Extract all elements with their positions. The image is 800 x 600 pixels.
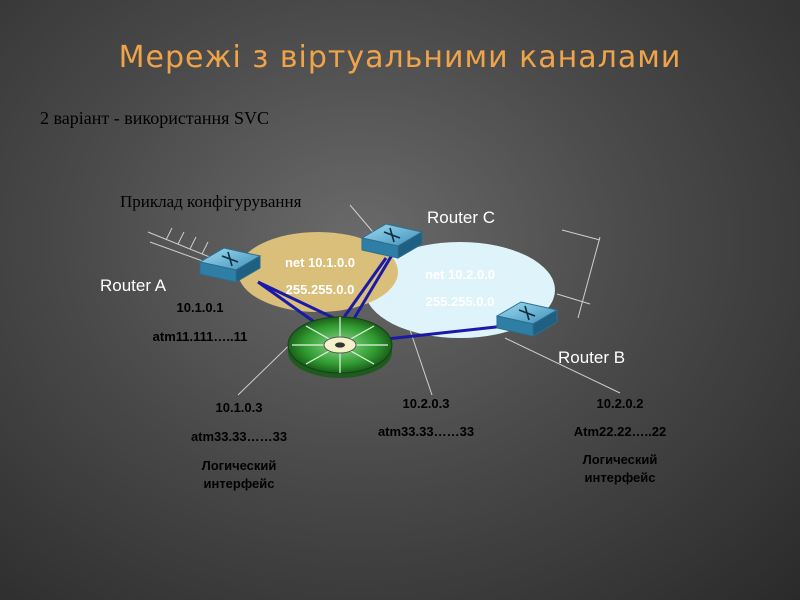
router-a-icon [198, 247, 262, 283]
slide-title: Мережі з віртуальними каналами [118, 40, 682, 75]
router-b-atm: Atm22.22…..22 [574, 424, 667, 439]
router-b-logical-line-1: Логический [583, 452, 658, 467]
router-b-label: Router B [558, 348, 625, 367]
router-a-atm: atm11.111…..11 [153, 329, 248, 344]
router-b-logical-line-2: интерфейс [584, 470, 655, 485]
slide-subtitle: 2 варіант - використання SVC [40, 108, 269, 128]
router-c-logical-line-1: Логический [202, 458, 277, 473]
example-label: Приклад конфігурування [120, 192, 302, 211]
router-c-ip-1: 10.1.0.3 [216, 400, 263, 415]
router-a-ip: 10.1.0.1 [177, 300, 224, 315]
router-c-label: Router C [427, 208, 495, 227]
router-b-ip: 10.2.0.2 [597, 396, 644, 411]
net-10-1-mask: 255.255.0.0 [286, 282, 355, 297]
net-10-1-address: net 10.1.0.0 [285, 255, 355, 270]
net-10-2-address: net 10.2.0.0 [425, 267, 495, 282]
atm-switch-icon [287, 316, 393, 378]
router-c-logical-line-2: интерфейс [203, 476, 274, 491]
router-b-icon [495, 301, 559, 337]
net-10-2-mask: 255.255.0.0 [426, 294, 495, 309]
router-a-label: Router A [100, 276, 167, 295]
router-c-icon [360, 223, 424, 259]
router-c-ip-2: 10.2.0.3 [403, 396, 450, 411]
router-c-atm-2: atm33.33……33 [378, 424, 474, 439]
virtual-channels [257, 254, 506, 342]
router-c-atm-1: atm33.33……33 [191, 429, 287, 444]
callout-lines [147, 204, 621, 396]
